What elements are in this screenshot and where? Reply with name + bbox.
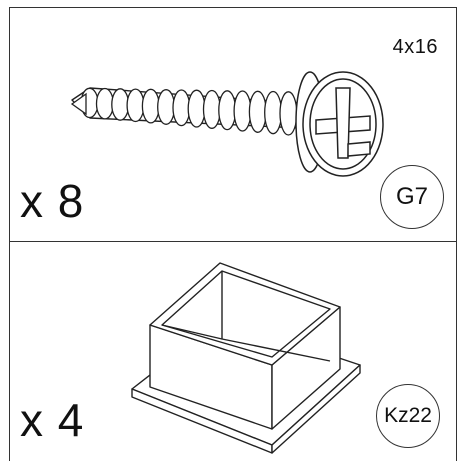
part-panel-cap: x 4 Kz22	[9, 241, 457, 461]
screw-thread	[127, 89, 144, 121]
screw-thread	[219, 91, 236, 130]
screw-thread	[204, 91, 221, 129]
screw-thread	[142, 89, 159, 123]
screw-tip	[72, 94, 86, 114]
screw-thread	[173, 90, 190, 126]
screw-thread	[158, 90, 175, 125]
cap-quantity: x 4	[20, 394, 85, 446]
screw-thread	[112, 89, 129, 120]
part-panel-screw: 4x16 x 8 G7	[9, 7, 457, 242]
screw-thread	[249, 91, 266, 132]
screw-thread	[265, 92, 282, 134]
screw-thread	[97, 89, 114, 119]
screw-quantity: x 8	[20, 175, 85, 227]
cap-part-code: Kz22	[376, 384, 440, 448]
screw-size-label: 4x16	[392, 36, 438, 58]
screw-icon	[10, 8, 456, 240]
screw-thread	[234, 91, 251, 131]
square-cap-icon	[10, 241, 456, 461]
screw-thread	[188, 90, 205, 127]
screw-part-code: G7	[380, 165, 444, 229]
screw-thread	[280, 92, 297, 135]
